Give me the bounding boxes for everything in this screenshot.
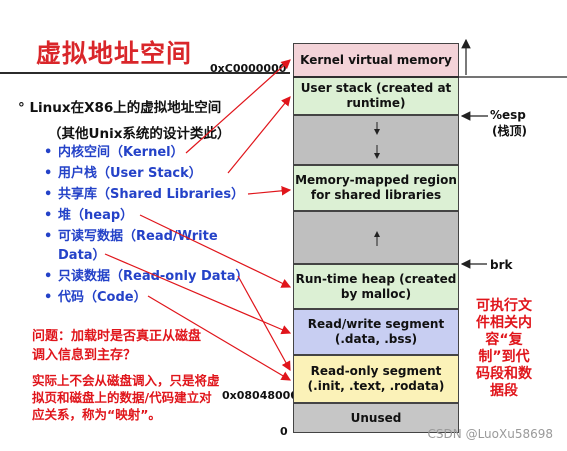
brk-label: brk bbox=[490, 258, 513, 272]
address-zero: 0 bbox=[280, 425, 288, 438]
subheading: （其他Unix系统的设计类此） bbox=[48, 126, 231, 142]
title-underline bbox=[0, 72, 290, 74]
segment-kernel: Kernel virtual memory bbox=[293, 43, 459, 77]
watermark: CSDN @LuoXu58698 bbox=[427, 427, 553, 441]
segment-read-write: Read/write segment (.data, .bss) bbox=[293, 309, 459, 355]
page-title: 虚拟地址空间 bbox=[36, 39, 193, 68]
arrow-user-stack bbox=[227, 96, 291, 174]
side-note: 可执行文件相关内容“复制”到代码段和数据段 bbox=[476, 298, 532, 399]
question-note: 问题：加载时是否真正从磁盘调入信息到主存？ bbox=[32, 329, 202, 363]
arrow-code bbox=[147, 295, 292, 381]
address-top: 0xC0000000 bbox=[210, 62, 287, 75]
arrow-shared-libraries bbox=[247, 186, 292, 196]
heading-bullet: ° bbox=[18, 100, 25, 116]
address-mid: 0x08048000 bbox=[222, 389, 298, 402]
list-item-user-stack: 用户栈（User Stack） bbox=[44, 164, 258, 183]
arrow-read-only bbox=[237, 275, 291, 372]
segment-mmap: Memory-mapped region for shared librarie… bbox=[293, 165, 459, 211]
answer-note: 实际上不会从磁盘调入，只是将虚拟页和磁盘上的数据/代码建立对应关系，称为“映射”… bbox=[32, 373, 220, 422]
list-item-shared-libraries: 共享库（Shared Libraries） bbox=[44, 185, 258, 204]
list-item-code: 代码（Code） bbox=[44, 288, 258, 307]
arrow-heap bbox=[139, 214, 292, 288]
esp-note: (栈顶) bbox=[492, 124, 527, 138]
arrow-read-write bbox=[104, 253, 292, 335]
heading: ° Linux在X86上的虚拟地址空间 bbox=[18, 96, 221, 116]
esp-label: %esp bbox=[490, 108, 526, 122]
segment-user-stack: User stack (created at runtime) bbox=[293, 77, 459, 115]
segment-gap-lower bbox=[293, 211, 459, 264]
arrow-kernel bbox=[185, 59, 291, 154]
list-item-read-only-data: 只读数据（Read-only Data） bbox=[44, 267, 258, 286]
region-list: 内核空间（Kernel） 用户栈（User Stack） 共享库（Shared … bbox=[44, 143, 258, 309]
heading-text: Linux在X86上的虚拟地址空间 bbox=[29, 100, 222, 116]
list-item-heap: 堆（heap） bbox=[44, 206, 258, 225]
list-item-kernel: 内核空间（Kernel） bbox=[44, 143, 258, 162]
segment-heap: Run-time heap (created by malloc) bbox=[293, 264, 459, 309]
segment-unused: Unused bbox=[293, 403, 459, 433]
segment-read-only: Read-only segment (.init, .text, .rodata… bbox=[293, 355, 459, 403]
